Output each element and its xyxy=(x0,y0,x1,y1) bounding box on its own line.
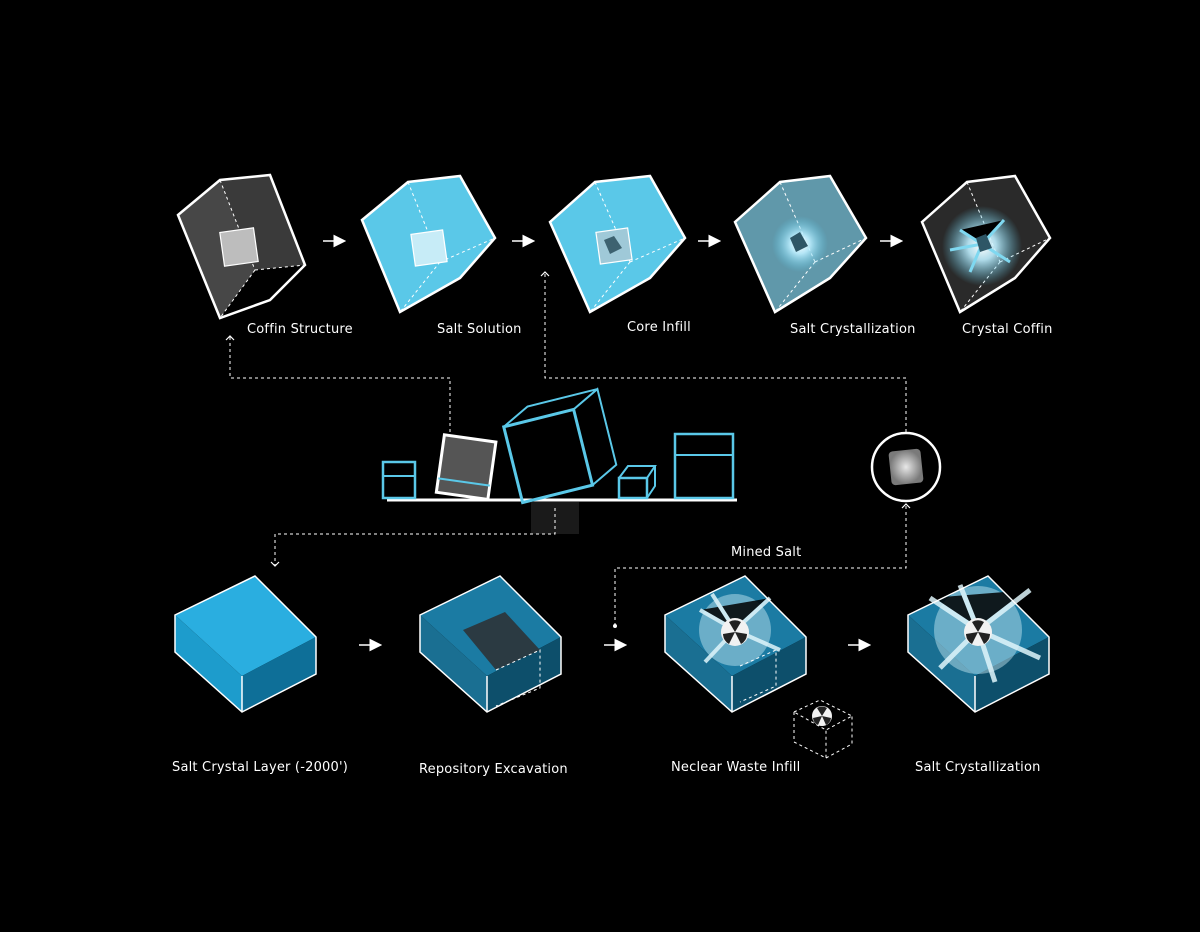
dashed-connectors xyxy=(225,271,911,626)
block-salt-crystallization xyxy=(907,575,1050,713)
label-salt-crystallization-top: Salt Crystallization xyxy=(790,322,916,337)
label-coffin-structure: Coffin Structure xyxy=(247,322,353,337)
waste-box-icon xyxy=(792,699,854,759)
block-waste-infill xyxy=(664,575,854,759)
cube-salt-solution xyxy=(360,174,497,314)
label-waste-infill: Neclear Waste Infill xyxy=(671,760,801,775)
cube-salt-crystallization xyxy=(733,174,868,314)
cube-crystal-coffin xyxy=(920,174,1052,314)
block-repository-excavation xyxy=(419,575,562,713)
cube-coffin-structure xyxy=(176,173,307,320)
label-salt-crystallization-bottom: Salt Crystallization xyxy=(915,760,1041,775)
label-repository-excavation: Repository Excavation xyxy=(419,762,568,777)
salt-block-set xyxy=(381,387,737,534)
label-core-infill: Core Infill xyxy=(627,320,691,335)
connector-dot xyxy=(613,624,617,628)
label-mined-salt: Mined Salt xyxy=(731,545,802,560)
label-crystal-coffin: Crystal Coffin xyxy=(962,322,1053,337)
block-salt-layer xyxy=(174,575,317,713)
mined-salt-icon xyxy=(870,431,942,503)
label-salt-solution: Salt Solution xyxy=(437,322,522,337)
cube-core-infill xyxy=(548,174,687,314)
label-salt-crystal-layer: Salt Crystal Layer (-2000') xyxy=(172,760,349,775)
